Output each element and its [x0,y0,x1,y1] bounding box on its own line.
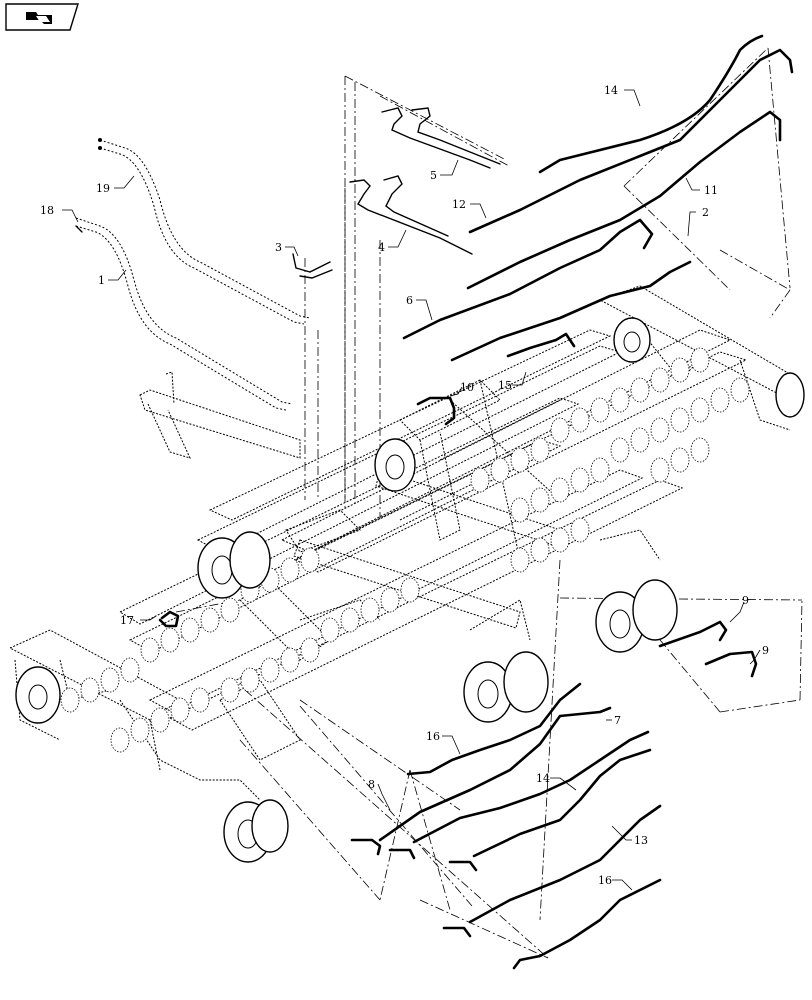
phantom-leader-lines [175,47,803,959]
hose-8 [388,730,650,860]
disc-gang-row-6 [60,637,320,713]
hose-14-lower [448,748,652,872]
wheel-right-center [595,579,678,653]
callout-6: 6 [406,294,413,307]
wheels [15,317,805,863]
hose-1 [75,217,293,411]
wheel-right-top [613,317,651,363]
disc-gang-row-3 [510,437,710,523]
callout-14-upper: 14 [604,84,618,97]
hose-5 [381,107,501,169]
hose-4 [349,175,473,255]
wheel-left-front [197,531,271,599]
callout-labels: 18 19 1 3 4 5 6 14 12 11 2 15 10 17 9 9 … [40,84,769,887]
callout-4: 4 [378,241,385,254]
wheel-left-outer [15,666,61,724]
callout-5: 5 [430,169,437,182]
hose-2 [402,218,654,340]
hose-13 [442,804,662,938]
hose-3 [292,253,333,279]
callout-10: 10 [460,381,474,394]
callout-12: 12 [452,198,466,211]
wheel-rear-center [463,651,549,723]
hose-7 [350,706,612,856]
hose-15 [506,332,576,358]
callout-11: 11 [704,184,718,197]
hose-10 [416,396,456,426]
disc-gang-row-2 [470,377,750,493]
callout-2: 2 [702,206,709,219]
callout-9-b: 9 [762,644,769,657]
hose-16-lower [512,878,662,970]
disc-gangs [60,347,750,753]
callout-7: 7 [614,714,621,727]
hose-9 [658,620,758,678]
callout-18: 18 [40,204,54,217]
callout-9-a: 9 [742,594,749,607]
wheel-right-outer [775,372,805,418]
disc-gang-row-7 [110,687,210,753]
callout-19: 19 [96,182,110,195]
callout-8: 8 [368,778,375,791]
callout-16-lower: 16 [598,874,612,887]
page-turn-icon[interactable] [5,3,79,31]
callout-16-upper: 16 [426,730,440,743]
disc-gang-row-5 [140,577,420,663]
callout-13: 13 [634,834,648,847]
disc-gang-row-4 [240,517,590,603]
callout-14-lower: 14 [536,772,550,785]
hose-19 [98,138,311,325]
hose-11 [466,110,782,290]
hose-6 [450,260,692,362]
disc-gang-row-1 [550,347,710,443]
hose-14-upper [538,34,764,174]
wheel-center-top [374,438,416,492]
callout-15: 15 [498,379,512,392]
hose-12 [468,48,794,234]
callout-17: 17 [120,614,134,627]
callout-leaders [62,89,761,891]
hose-17 [158,610,180,628]
callout-1: 1 [98,274,105,287]
callout-3: 3 [275,241,282,254]
hose-16-upper [406,682,582,776]
wheel-left-rear [223,799,289,863]
